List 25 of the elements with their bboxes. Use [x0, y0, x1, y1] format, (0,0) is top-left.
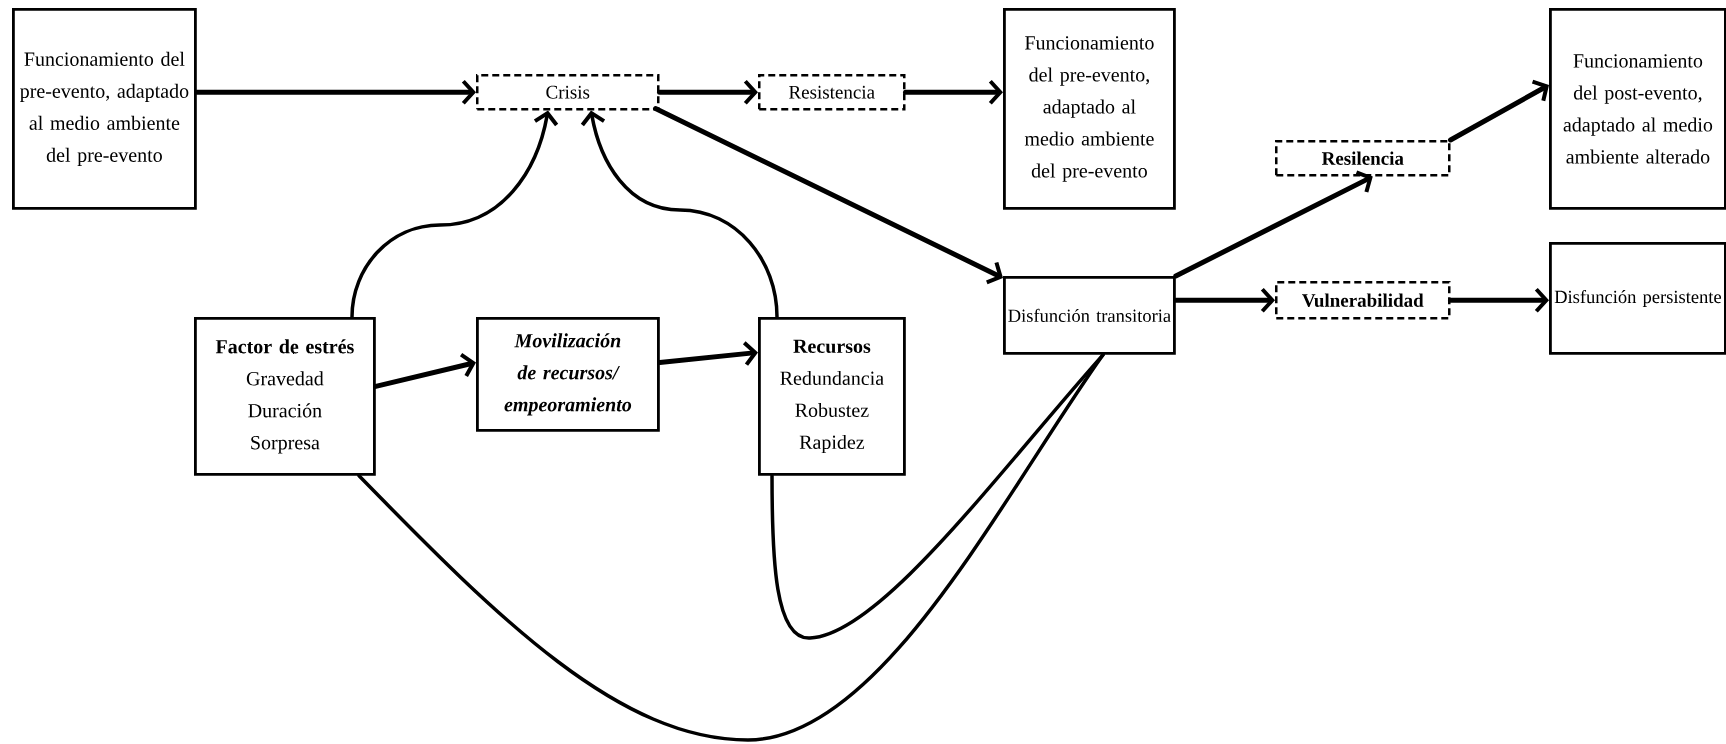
- process-box: Movilización de recursos/ empeoramiento: [476, 317, 660, 432]
- arrow: [1173, 287, 1275, 313]
- dashed-box: Crisis: [476, 74, 660, 111]
- arrow: [373, 353, 476, 389]
- arrow: [657, 79, 758, 105]
- arrow: [1173, 170, 1373, 279]
- process-box: Disfunción persistente: [1549, 242, 1726, 355]
- connector-curve: [770, 353, 1105, 640]
- dashed-box: Resilencia: [1275, 140, 1451, 177]
- process-box: Funcionamiento del post-evento, adaptado al medio ambiente alterado: [1549, 8, 1726, 210]
- arrow: [1448, 287, 1550, 313]
- dashed-box: Resistencia: [758, 74, 906, 111]
- process-box: Funcionamiento del pre-evento, adaptado al medio ambiente del pre-evento: [12, 8, 197, 210]
- process-box: Funcionamiento del pre-evento, adaptado al medio ambiente del pre-evento: [1003, 8, 1176, 210]
- arrow: [657, 341, 758, 366]
- arrow: [1448, 79, 1550, 143]
- arrow: [194, 79, 476, 105]
- arrow: [350, 110, 559, 319]
- arrow: [580, 110, 779, 319]
- process-box: Disfunción transitoria: [1003, 276, 1176, 355]
- arrow: [653, 106, 1003, 285]
- process-box: Factor de estrés Gravedad Duración Sorpresa: [194, 317, 376, 476]
- process-box: Recursos Redundancia Robustez Rapidez: [758, 317, 906, 476]
- dashed-box: Vulnerabilidad: [1275, 281, 1451, 320]
- arrow: [903, 79, 1003, 105]
